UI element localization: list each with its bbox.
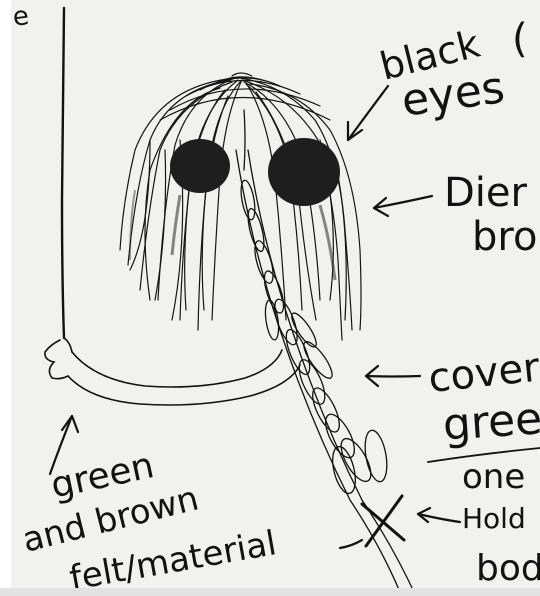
- label-hold-line2: bod: [476, 548, 540, 589]
- arrow-eyes: [348, 86, 388, 140]
- label-corner-fragment: e: [11, 1, 31, 33]
- label-cover-line3: one: [462, 457, 525, 497]
- label-hold-line1: Hold: [462, 502, 526, 535]
- felt-arm: [45, 338, 300, 405]
- hold-x-mark: [362, 496, 404, 546]
- label-hair-line1: Dier: [444, 170, 528, 216]
- arrow-felt: [340, 540, 362, 548]
- panel-frame: [62, 8, 64, 338]
- label-cover-line2: gree: [441, 393, 540, 451]
- arrow-cover: [366, 376, 420, 377]
- label-hair-line2: bro: [472, 214, 537, 260]
- scan-edge-bottom: [0, 588, 540, 596]
- left-eye: [170, 139, 230, 193]
- right-eye: [268, 138, 340, 206]
- label-black-eyes-cut: (: [512, 16, 528, 62]
- hair-strands: [120, 73, 361, 340]
- label-cover-line1: cover: [426, 345, 540, 402]
